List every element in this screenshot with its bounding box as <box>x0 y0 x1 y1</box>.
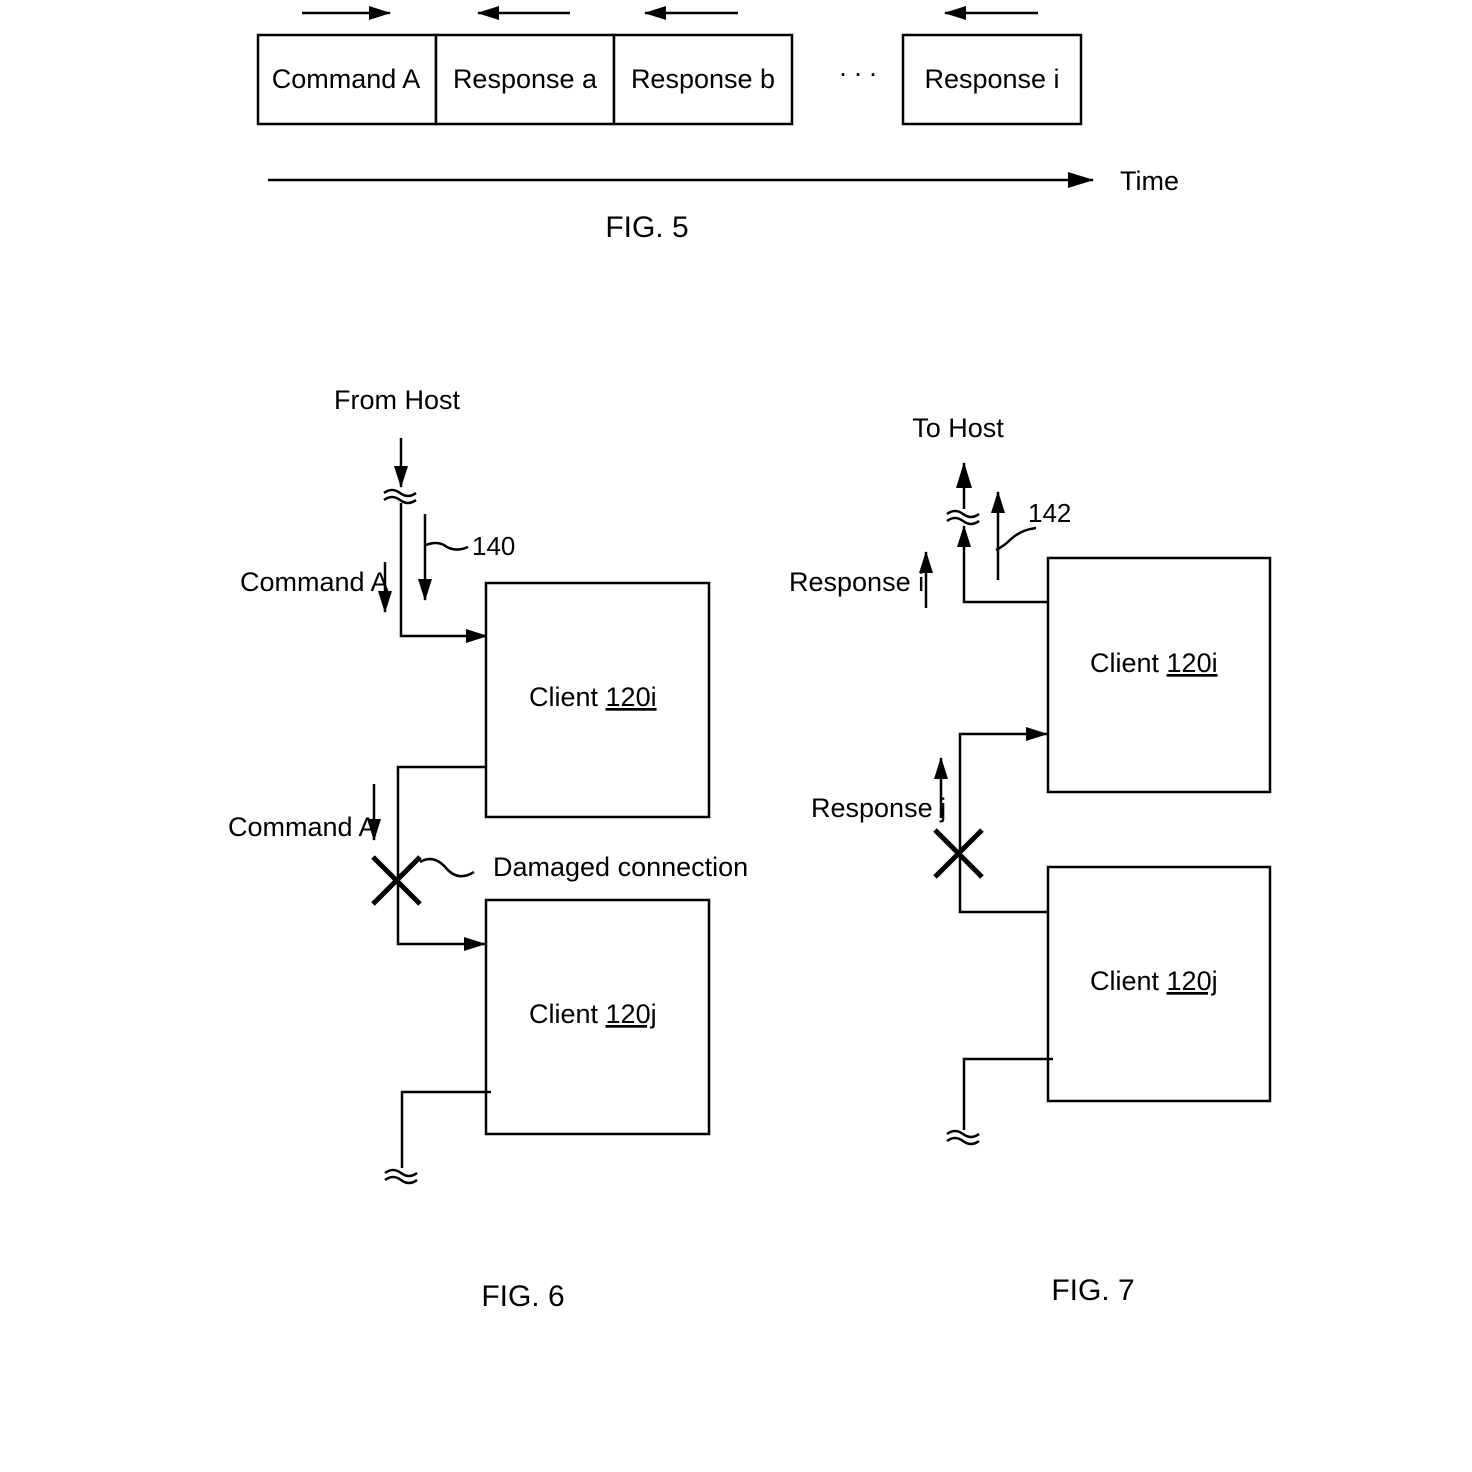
fig7-caption: FIG. 7 <box>1051 1274 1134 1307</box>
client-120i-ref: 120i <box>606 682 657 712</box>
fig7: To Host 142 Response i Client 120i Respo… <box>789 413 1272 1307</box>
damaged-x-icon <box>933 828 984 879</box>
daisy-chain-line <box>396 765 487 951</box>
break-symbol-icon <box>384 1168 418 1185</box>
bus-line-from-client-i <box>957 525 1053 604</box>
client-120i-label: Client 120i <box>1090 648 1218 678</box>
ellipsis: . . . <box>839 52 877 82</box>
client-120j-label: Client 120j <box>1090 966 1218 996</box>
client-120j-ref: 120j <box>606 999 657 1029</box>
time-label: Time <box>1120 166 1179 196</box>
damaged-x-icon <box>371 855 422 906</box>
break-symbol-icon <box>946 509 980 526</box>
damaged-connection-label: Damaged connection <box>493 852 748 882</box>
ref-140-label: 140 <box>472 531 515 561</box>
leader-line-140 <box>425 541 469 551</box>
cell-response-i <box>901 33 1083 126</box>
fig6-caption: FIG. 6 <box>481 1280 564 1313</box>
leader-line-142 <box>995 526 1037 552</box>
client-120j-label: Client 120j <box>529 999 657 1029</box>
client-120i-prefix: Client <box>1090 648 1167 678</box>
leader-line-damaged <box>419 857 475 878</box>
fig5-caption: FIG. 5 <box>605 211 688 244</box>
fig6: From Host 140 Command A Client 120i Comm… <box>228 385 748 1313</box>
daisy-chain-line <box>958 727 1048 914</box>
fig5: Command A Response a Response b Response… <box>256 5 1179 244</box>
cell-response-b <box>612 33 794 126</box>
break-symbol-icon <box>946 1129 980 1146</box>
cell-response-b-label: Response b <box>631 64 775 94</box>
client-120j-prefix: Client <box>529 999 606 1029</box>
cell-response-a-label: Response a <box>453 64 598 94</box>
ref-142-label: 142 <box>1028 498 1071 528</box>
from-host-label: From Host <box>334 385 461 415</box>
cell-command-a <box>256 33 438 126</box>
client-120j-prefix: Client <box>1090 966 1167 996</box>
client-120j-box <box>484 898 711 1136</box>
bus-line-to-client-i <box>399 503 488 643</box>
command-a-mid-label: Command A <box>228 812 377 842</box>
client-120i-label: Client 120i <box>529 682 657 712</box>
client-120j-ref: 120j <box>1167 966 1218 996</box>
outgoing-line <box>400 1090 491 1168</box>
response-i-label: Response i <box>789 567 924 597</box>
client-120i-box <box>1046 556 1272 794</box>
outgoing-line <box>962 1057 1053 1130</box>
client-120i-prefix: Client <box>529 682 606 712</box>
command-a-top-label: Command A <box>240 567 389 597</box>
break-symbol-icon <box>383 488 417 505</box>
cell-command-a-label: Command A <box>272 64 421 94</box>
response-j-label: Response j <box>811 793 946 823</box>
client-120i-box <box>484 581 711 819</box>
cell-response-i-label: Response i <box>924 64 1059 94</box>
client-120j-box <box>1046 865 1272 1103</box>
to-host-label: To Host <box>912 413 1004 443</box>
client-120i-ref: 120i <box>1167 648 1218 678</box>
cell-response-a <box>434 33 616 126</box>
